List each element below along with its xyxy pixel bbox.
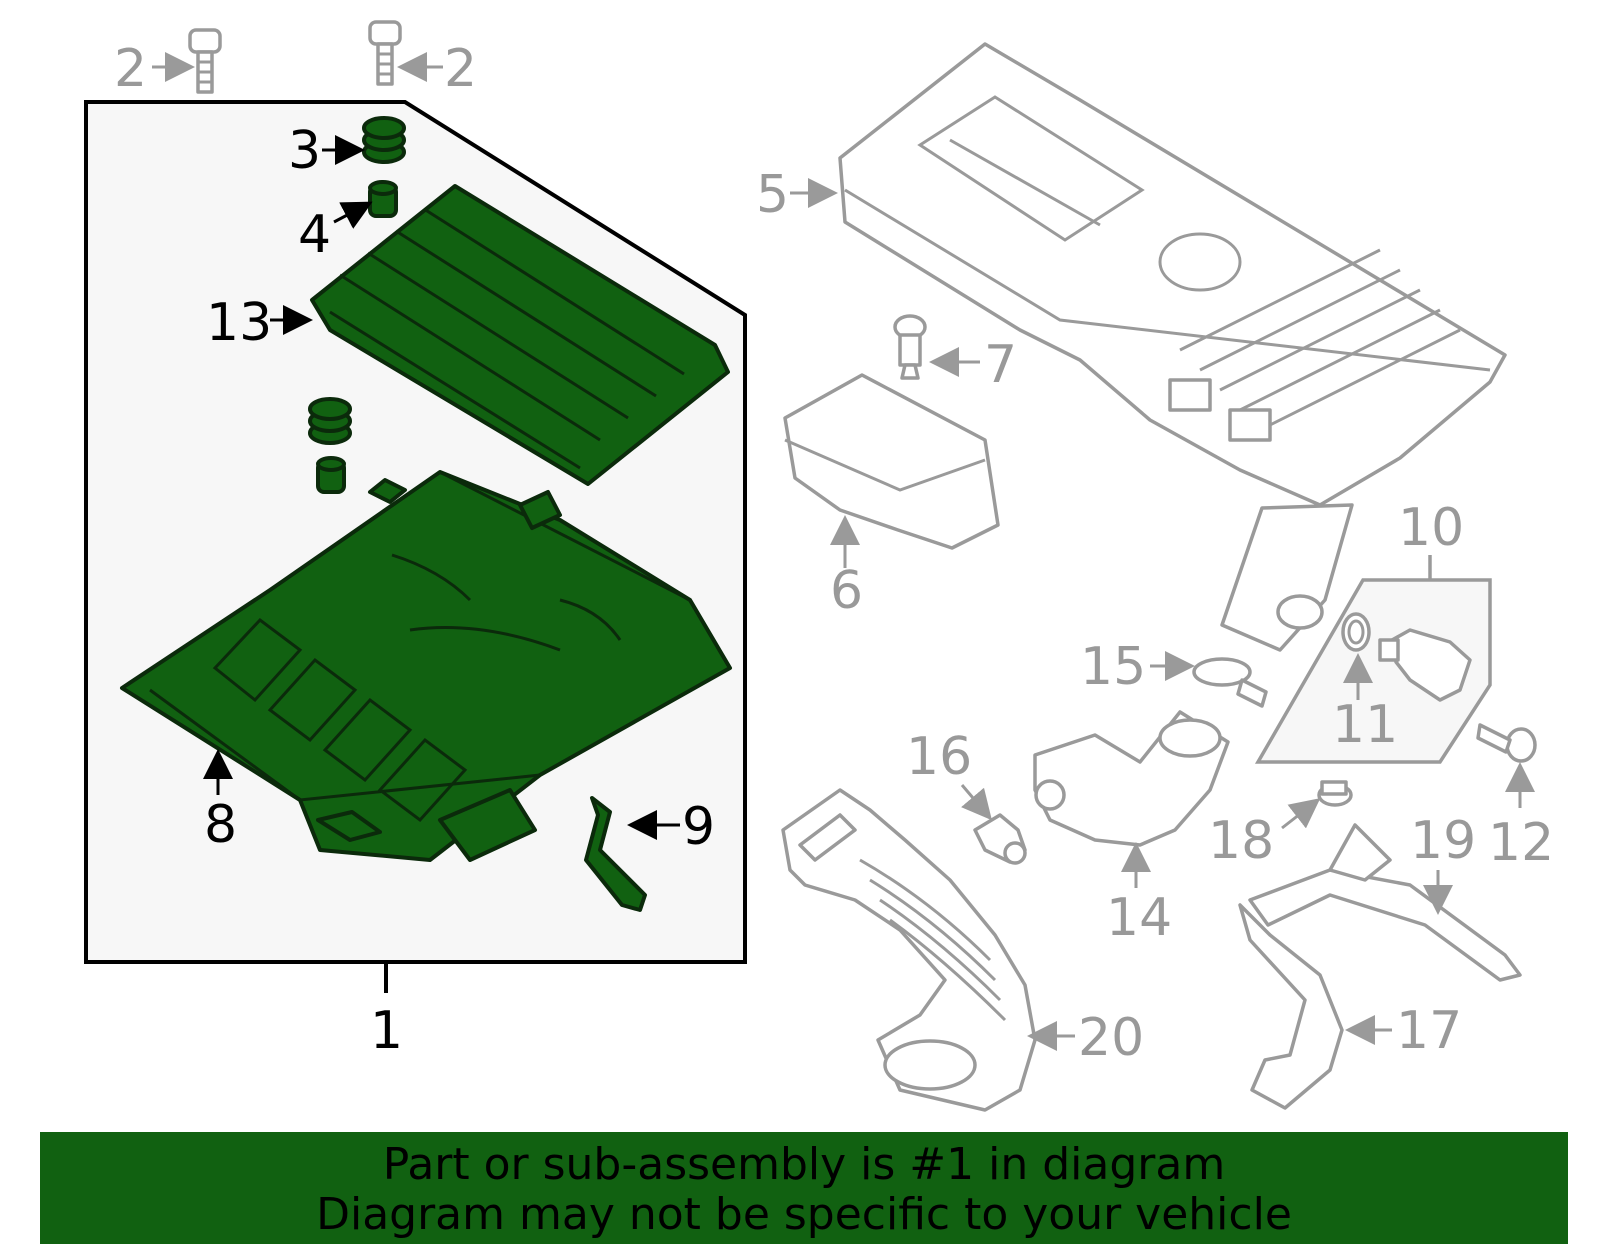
- air-cleaner-cover-5: [838, 42, 1507, 507]
- bolt-right: [368, 20, 402, 86]
- lower-housing-8: [120, 470, 732, 862]
- callout-13: 13: [206, 293, 272, 353]
- callout-15: 15: [1080, 637, 1146, 697]
- arrow-18: [1281, 798, 1321, 830]
- grommet-3: [362, 116, 406, 164]
- bushing-4: [368, 180, 398, 218]
- clamp-15: [1192, 657, 1268, 708]
- callout-3: 3: [288, 121, 321, 181]
- connector-16: [973, 813, 1027, 865]
- banner-line-2: Diagram may not be specific to your vehi…: [316, 1189, 1292, 1240]
- info-banner: Part or sub-assembly is #1 in diagram Di…: [40, 1132, 1568, 1244]
- air-filter-13: [310, 184, 730, 486]
- callout-10: 10: [1398, 498, 1464, 558]
- callout-4: 4: [298, 205, 331, 265]
- bracket-9: [584, 796, 647, 912]
- cover-outlet-duct: [1220, 503, 1354, 652]
- callout-6: 6: [830, 561, 863, 621]
- callout-8: 8: [204, 795, 237, 855]
- callout-7: 7: [984, 335, 1017, 395]
- callout-11: 11: [1332, 695, 1398, 755]
- callout-17: 17: [1396, 1001, 1462, 1061]
- screw-12: [1476, 723, 1537, 763]
- intake-hose-20: [781, 788, 1037, 1112]
- hose-17: [1238, 903, 1344, 1110]
- sensor-10: [1378, 628, 1472, 702]
- callout-16: 16: [906, 727, 972, 787]
- sensor-group-10-box: [1254, 578, 1492, 764]
- callout-20: 20: [1078, 1008, 1144, 1068]
- banner-line-1: Part or sub-assembly is #1 in diagram: [382, 1139, 1226, 1190]
- hose-19: [1248, 823, 1522, 982]
- callout-2b: 2: [444, 39, 477, 99]
- arrow-4: [333, 201, 373, 229]
- callout-9: 9: [682, 797, 715, 857]
- callout-12: 12: [1488, 813, 1554, 873]
- callout-14: 14: [1106, 888, 1172, 948]
- grommet-lower: [308, 397, 352, 445]
- bushing-lower: [316, 456, 346, 494]
- clip-7: [893, 314, 927, 380]
- callout-5: 5: [756, 165, 789, 225]
- bolt-left: [188, 28, 222, 94]
- o-ring-11: [1341, 612, 1371, 652]
- duct-shield-6: [783, 373, 1000, 550]
- callout-2a: 2: [114, 39, 147, 99]
- callout-1: 1: [370, 1001, 403, 1061]
- elbow-duct-14: [1033, 710, 1230, 847]
- callout-18: 18: [1208, 811, 1274, 871]
- callout-19: 19: [1410, 811, 1476, 871]
- arrow-16: [960, 784, 992, 821]
- fitting-18: [1317, 780, 1353, 807]
